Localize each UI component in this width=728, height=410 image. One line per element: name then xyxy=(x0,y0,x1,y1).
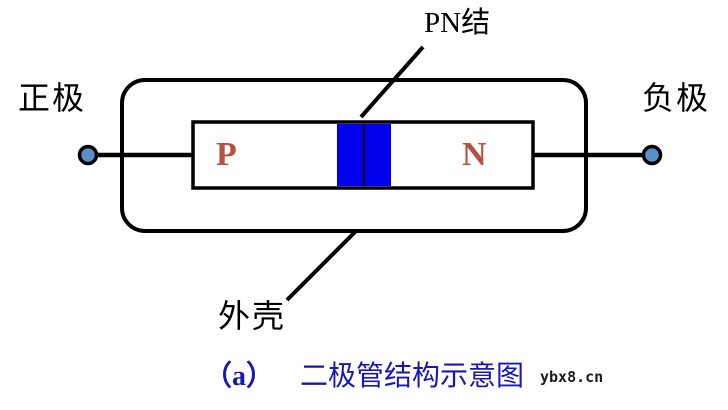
site-watermark: ybx8.cn xyxy=(540,368,604,386)
pn-junction-leader-line xyxy=(359,45,425,119)
pn-junction-label: PN结 xyxy=(424,8,490,38)
anode-label: 正极 xyxy=(18,79,87,117)
caption-index: （a） xyxy=(203,361,274,392)
caption-title: 二极管结构示意图 xyxy=(300,359,525,392)
case-label: 外壳 xyxy=(218,297,287,335)
case-leader-leader-line xyxy=(285,229,358,302)
p-region-letter: P xyxy=(216,136,237,173)
pn-junction-label-latin: PN xyxy=(424,7,462,39)
pn-junction-label-cjk: 结 xyxy=(461,5,491,39)
n-region-letter: N xyxy=(462,136,487,173)
cathode-label: 负极 xyxy=(642,79,711,117)
anode-terminal-dot[interactable] xyxy=(77,144,99,166)
cathode-terminal-dot[interactable] xyxy=(641,144,663,166)
figure-caption: （a） 二极管结构示意图 xyxy=(0,362,728,391)
